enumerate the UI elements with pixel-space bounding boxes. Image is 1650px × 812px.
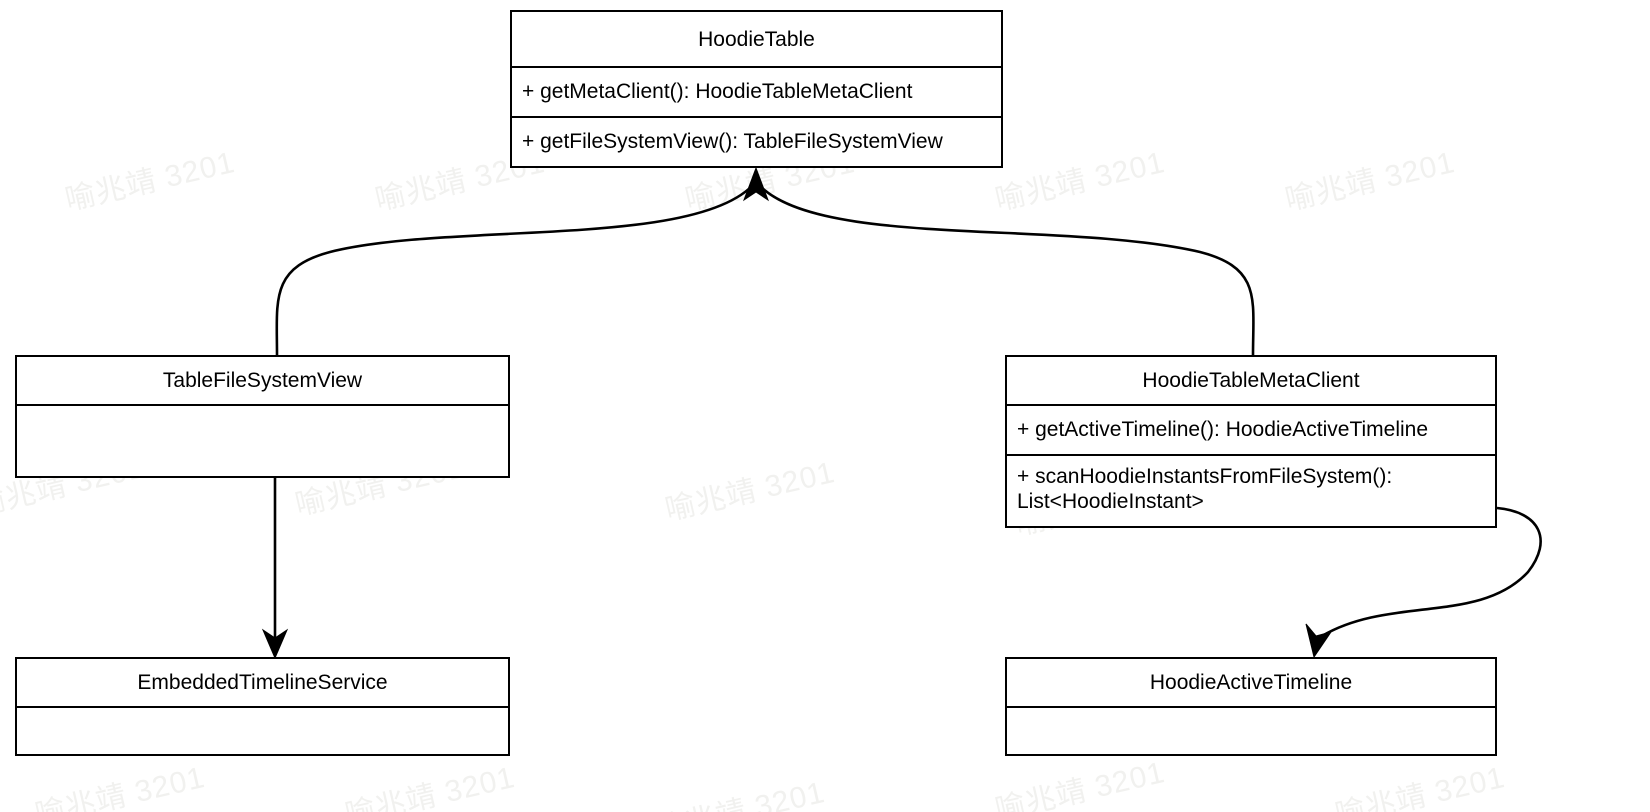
class-title-embedded-timeline-service: EmbeddedTimelineService — [17, 659, 508, 708]
class-member-row — [17, 406, 508, 476]
class-member-row: + getActiveTimeline(): HoodieActiveTimel… — [1017, 418, 1429, 441]
class-title-hoodie-table: HoodieTable — [512, 12, 1001, 68]
arrowhead-into-hoodieactivetimeline — [1305, 623, 1333, 659]
watermark: 喻兆靖 3201 — [62, 145, 239, 218]
class-title-hoodie-active-timeline: HoodieActiveTimeline — [1007, 659, 1495, 708]
watermark: 喻兆靖 3201 — [992, 145, 1169, 218]
watermark: 喻兆靖 3201 — [1282, 145, 1459, 218]
arrowhead-into-embeddedtimelineservice — [261, 628, 289, 660]
class-member-row: + scanHoodieInstantsFromFileSystem(): Li… — [1007, 454, 1495, 526]
class-member-line: List<HoodieInstant> — [1017, 489, 1204, 513]
watermark: 喻兆靖 3201 — [652, 775, 829, 812]
watermark: 喻兆靖 3201 — [662, 455, 839, 528]
class-box-table-file-system-view[interactable]: TableFileSystemView — [15, 355, 510, 478]
class-box-hoodie-table[interactable]: HoodieTable + getMetaClient(): HoodieTab… — [510, 10, 1003, 168]
arrowhead-into-hoodietable — [742, 166, 770, 202]
class-box-hoodie-active-timeline[interactable]: HoodieActiveTimeline — [1005, 657, 1497, 756]
class-box-hoodie-table-meta-client[interactable]: HoodieTableMetaClient + getActiveTimelin… — [1005, 355, 1497, 528]
watermark: 喻兆靖 3201 — [342, 760, 519, 812]
class-box-embedded-timeline-service[interactable]: EmbeddedTimelineService — [15, 657, 510, 756]
class-title-table-file-system-view: TableFileSystemView — [17, 357, 508, 406]
edge-tablefilesystemview-to-hoodietable — [275, 185, 753, 356]
class-member-row: + getMetaClient(): HoodieTableMetaClient — [522, 80, 913, 103]
class-member-row — [17, 708, 508, 754]
class-member-line: + scanHoodieInstantsFromFileSystem(): — [1017, 465, 1393, 488]
class-member-row — [1007, 708, 1495, 754]
watermark: 喻兆靖 3201 — [1332, 760, 1509, 812]
class-member-row: + getFileSystemView(): TableFileSystemVi… — [512, 116, 1001, 166]
edge-hoodietablemetaclient-to-hoodietable — [759, 185, 1255, 356]
watermark: 喻兆靖 3201 — [992, 755, 1169, 812]
watermark: 喻兆靖 3201 — [32, 760, 209, 812]
class-title-hoodie-table-meta-client: HoodieTableMetaClient — [1007, 357, 1495, 406]
